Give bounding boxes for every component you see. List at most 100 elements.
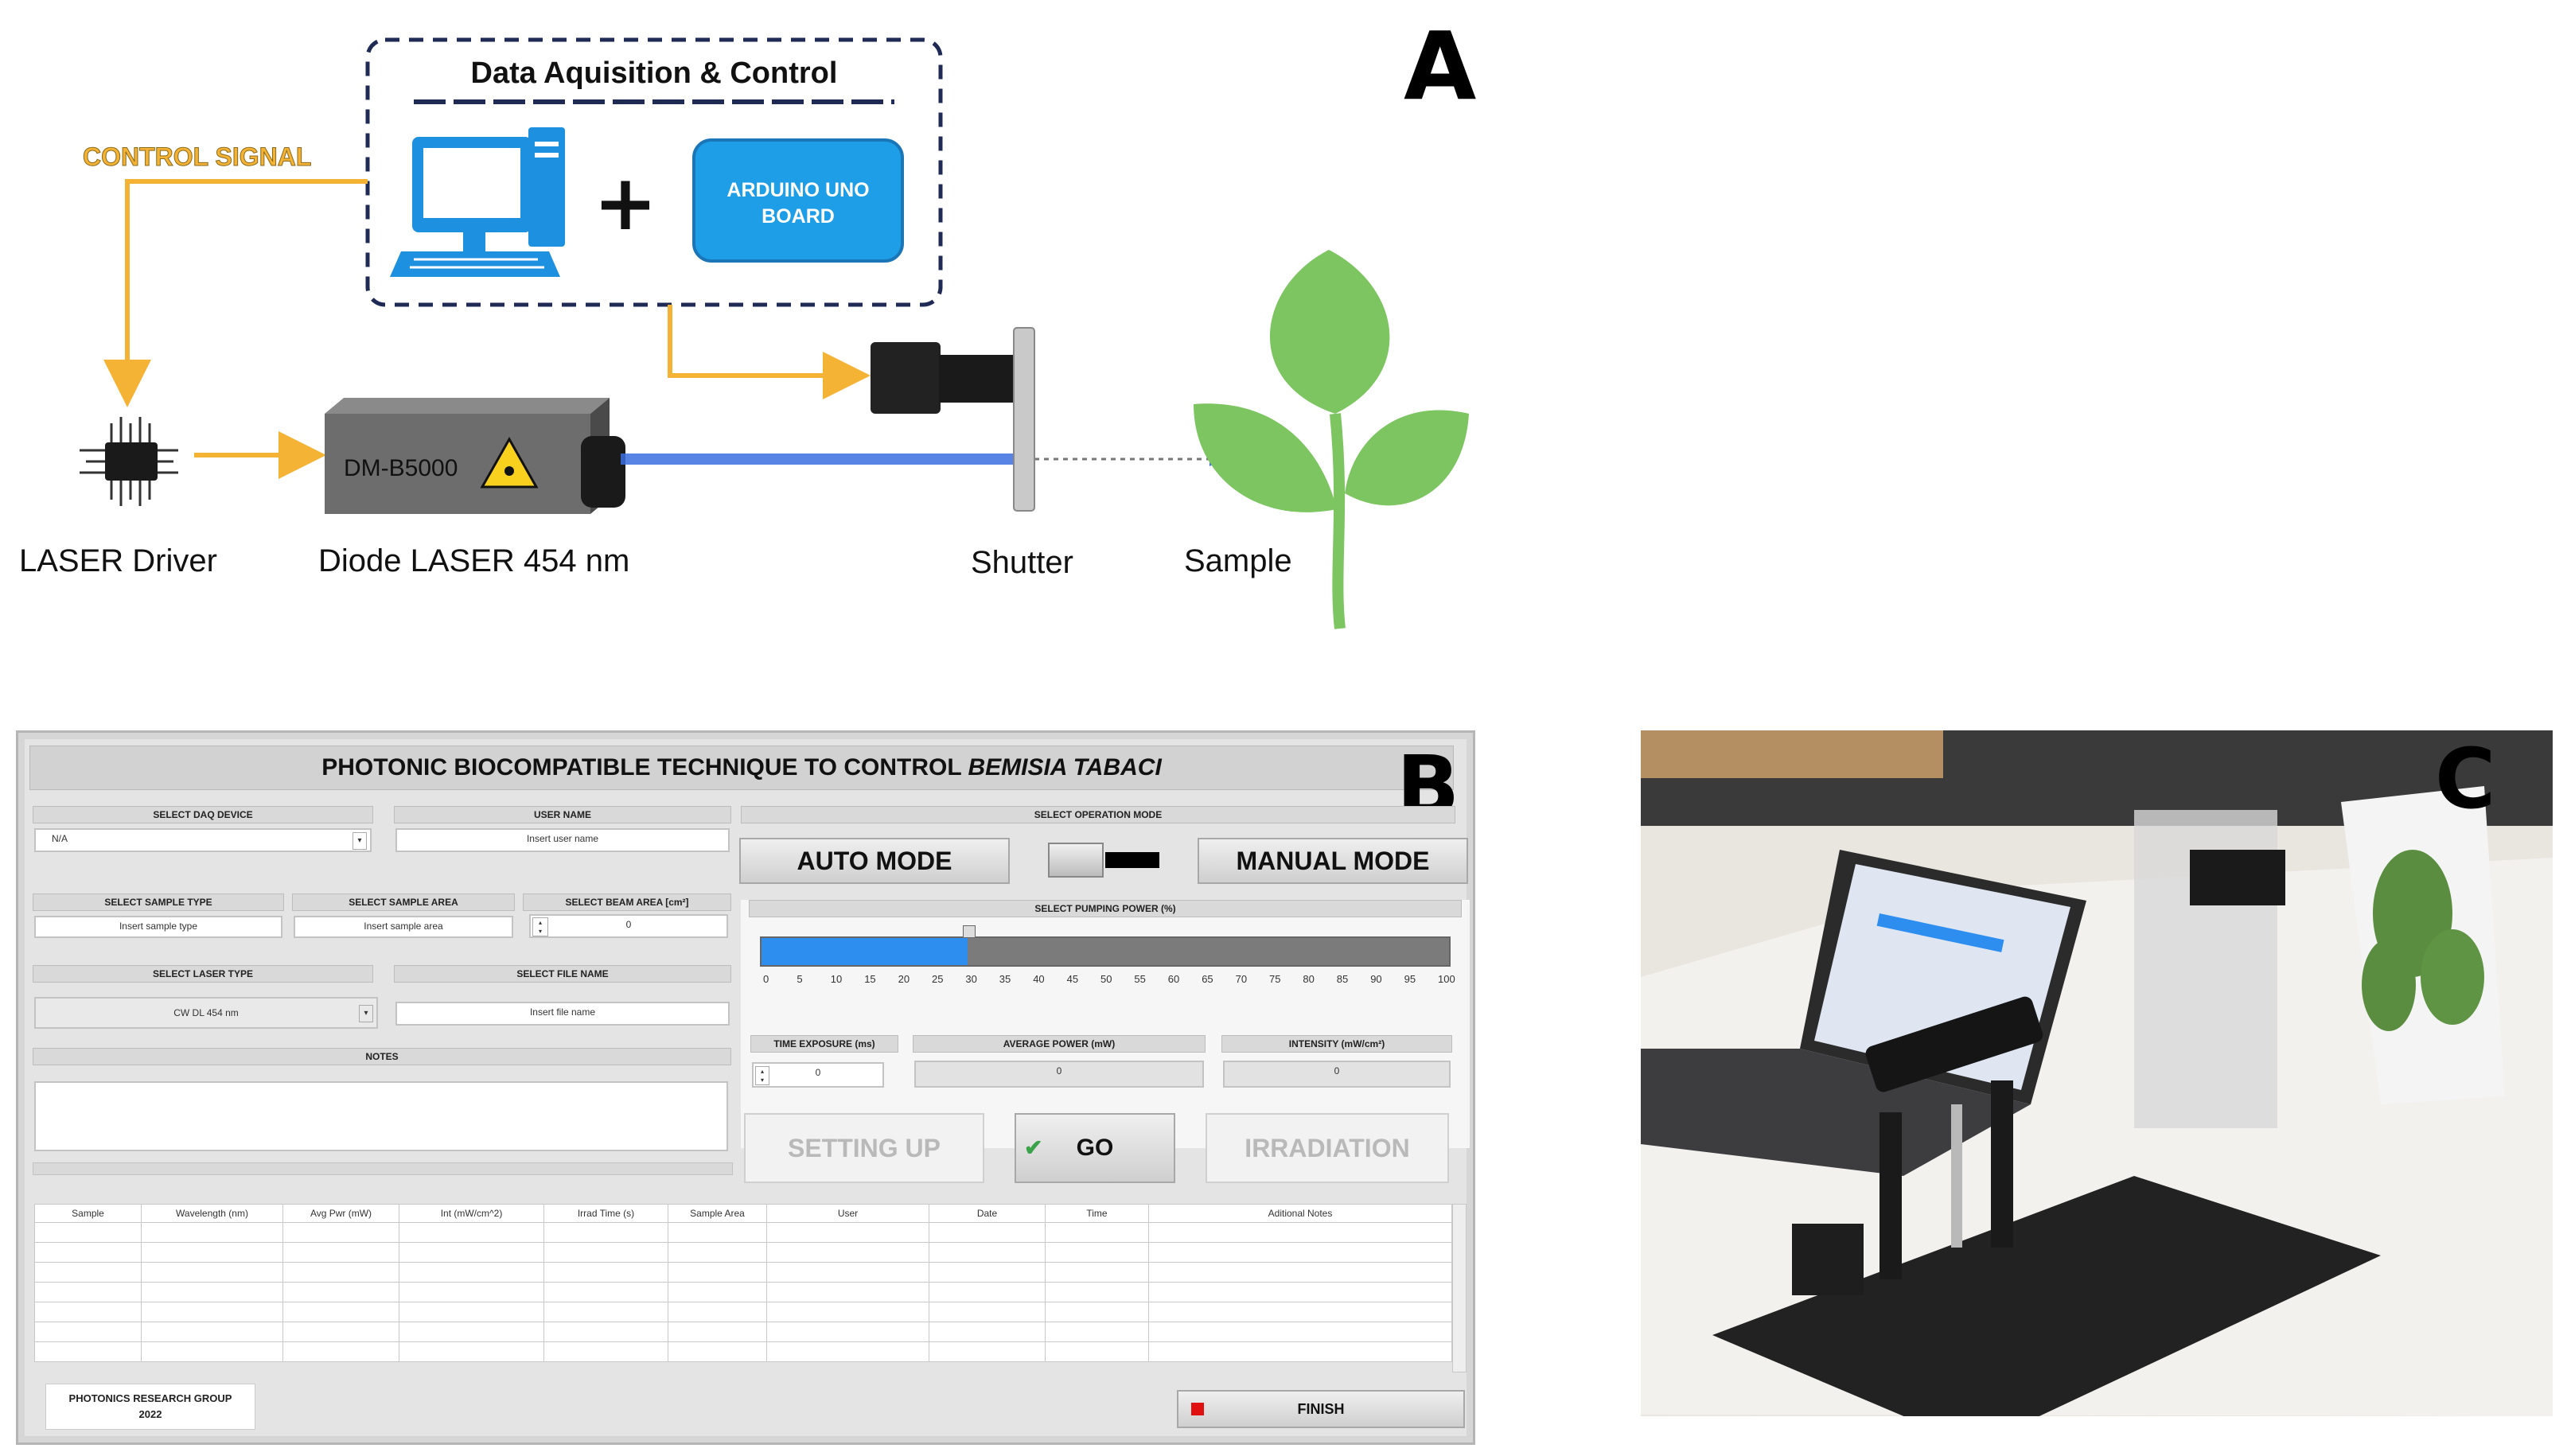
table-cell[interactable]	[929, 1302, 1046, 1322]
table-cell[interactable]	[399, 1242, 544, 1263]
table-row[interactable]	[34, 1322, 1452, 1342]
table-cell[interactable]	[1045, 1222, 1149, 1243]
table-cell[interactable]	[282, 1322, 399, 1342]
table-cell[interactable]	[282, 1341, 399, 1362]
table-cell[interactable]	[1148, 1262, 1452, 1283]
table-cell[interactable]	[929, 1262, 1046, 1283]
table-cell[interactable]	[399, 1341, 544, 1362]
manual-mode-button[interactable]: MANUAL MODE	[1198, 838, 1468, 884]
notes-textarea[interactable]	[34, 1081, 728, 1151]
table-cell[interactable]	[668, 1242, 767, 1263]
table-cell[interactable]	[282, 1262, 399, 1283]
table-row[interactable]	[34, 1242, 1452, 1263]
table-cell[interactable]	[34, 1222, 142, 1243]
table-cell[interactable]	[668, 1282, 767, 1302]
table-cell[interactable]	[543, 1242, 668, 1263]
stepper-icon[interactable]: ▴▾	[532, 917, 548, 936]
table-cell[interactable]	[543, 1302, 668, 1322]
table-cell[interactable]	[668, 1341, 767, 1362]
sample-type-input[interactable]: Insert sample type	[34, 916, 282, 938]
table-cell[interactable]	[766, 1262, 929, 1283]
table-cell[interactable]	[1148, 1302, 1452, 1322]
table-cell[interactable]	[929, 1222, 1046, 1243]
table-cell[interactable]	[1148, 1282, 1452, 1302]
table-cell[interactable]	[34, 1282, 142, 1302]
table-cell[interactable]	[141, 1222, 283, 1243]
sample-area-input[interactable]: Insert sample area	[294, 916, 513, 938]
table-cell[interactable]	[141, 1262, 283, 1283]
user-name-input[interactable]: Insert user name	[395, 828, 730, 852]
table-cell[interactable]	[399, 1282, 544, 1302]
auto-mode-button[interactable]: AUTO MODE	[739, 838, 1010, 884]
slider-thumb[interactable]	[963, 925, 976, 938]
table-cell[interactable]	[1045, 1341, 1149, 1362]
table-cell[interactable]	[668, 1322, 767, 1342]
table-cell[interactable]	[141, 1302, 283, 1322]
table-cell[interactable]	[929, 1341, 1046, 1362]
table-row[interactable]	[34, 1341, 1452, 1362]
table-cell[interactable]	[929, 1282, 1046, 1302]
table-cell[interactable]	[282, 1302, 399, 1322]
table-cell[interactable]	[1045, 1242, 1149, 1263]
setting-up-laser-button[interactable]: SETTING UP LASER	[744, 1113, 984, 1229]
table-cell[interactable]	[766, 1282, 929, 1302]
table-cell[interactable]	[1148, 1322, 1452, 1342]
table-cell[interactable]	[766, 1341, 929, 1362]
table-cell[interactable]	[668, 1222, 767, 1243]
table-cell[interactable]	[399, 1262, 544, 1283]
table-cell[interactable]	[766, 1322, 929, 1342]
table-row[interactable]	[34, 1282, 1452, 1302]
table-cell[interactable]	[766, 1302, 929, 1322]
table-cell[interactable]	[399, 1222, 544, 1243]
table-cell[interactable]	[766, 1222, 929, 1243]
table-scrollbar[interactable]	[1452, 1204, 1467, 1372]
table-cell[interactable]	[543, 1282, 668, 1302]
table-cell[interactable]	[543, 1262, 668, 1283]
beam-area-input[interactable]: ▴▾0	[529, 914, 728, 938]
table-cell[interactable]	[282, 1222, 399, 1243]
table-cell[interactable]	[929, 1242, 1046, 1263]
table-cell[interactable]	[141, 1322, 283, 1342]
table-row[interactable]	[34, 1222, 1452, 1243]
daq-device-select[interactable]: N/A▾	[34, 828, 372, 852]
table-cell[interactable]	[34, 1322, 142, 1342]
mode-toggle-switch[interactable]	[1048, 843, 1159, 878]
chevron-down-icon[interactable]: ▾	[353, 832, 367, 850]
time-exposure-input[interactable]: ▴▾0	[752, 1062, 884, 1088]
file-name-input[interactable]: Insert file name	[395, 1002, 730, 1026]
chevron-down-icon[interactable]: ▾	[359, 1005, 373, 1022]
table-cell[interactable]	[1045, 1322, 1149, 1342]
table-cell[interactable]	[399, 1322, 544, 1342]
table-row[interactable]	[34, 1302, 1452, 1322]
table-cell[interactable]	[766, 1242, 929, 1263]
table-cell[interactable]	[1045, 1302, 1149, 1322]
table-cell[interactable]	[34, 1262, 142, 1283]
go-button[interactable]: ✔ GO	[1015, 1113, 1175, 1183]
table-cell[interactable]	[141, 1242, 283, 1263]
stepper-icon[interactable]: ▴▾	[755, 1066, 769, 1085]
laser-type-select[interactable]: CW DL 454 nm▾	[34, 997, 378, 1029]
table-cell[interactable]	[34, 1242, 142, 1263]
table-cell[interactable]	[1045, 1282, 1149, 1302]
table-cell[interactable]	[282, 1242, 399, 1263]
table-cell[interactable]	[543, 1341, 668, 1362]
pumping-power-slider[interactable]	[760, 925, 1451, 967]
table-cell[interactable]	[668, 1262, 767, 1283]
table-cell[interactable]	[668, 1302, 767, 1322]
table-row[interactable]	[34, 1262, 1452, 1283]
table-cell[interactable]	[1045, 1262, 1149, 1283]
table-cell[interactable]	[1148, 1222, 1452, 1243]
table-cell[interactable]	[141, 1341, 283, 1362]
table-cell[interactable]	[34, 1302, 142, 1322]
table-cell[interactable]	[929, 1322, 1046, 1342]
table-cell[interactable]	[34, 1341, 142, 1362]
table-cell[interactable]	[141, 1282, 283, 1302]
table-cell[interactable]	[1148, 1242, 1452, 1263]
table-cell[interactable]	[543, 1322, 668, 1342]
table-cell[interactable]	[282, 1282, 399, 1302]
table-cell[interactable]	[1148, 1341, 1452, 1362]
finish-button[interactable]: FINISH	[1177, 1390, 1465, 1428]
table-cell[interactable]	[543, 1222, 668, 1243]
irradiation-button[interactable]: IRRADIATION	[1206, 1113, 1449, 1183]
table-cell[interactable]	[399, 1302, 544, 1322]
